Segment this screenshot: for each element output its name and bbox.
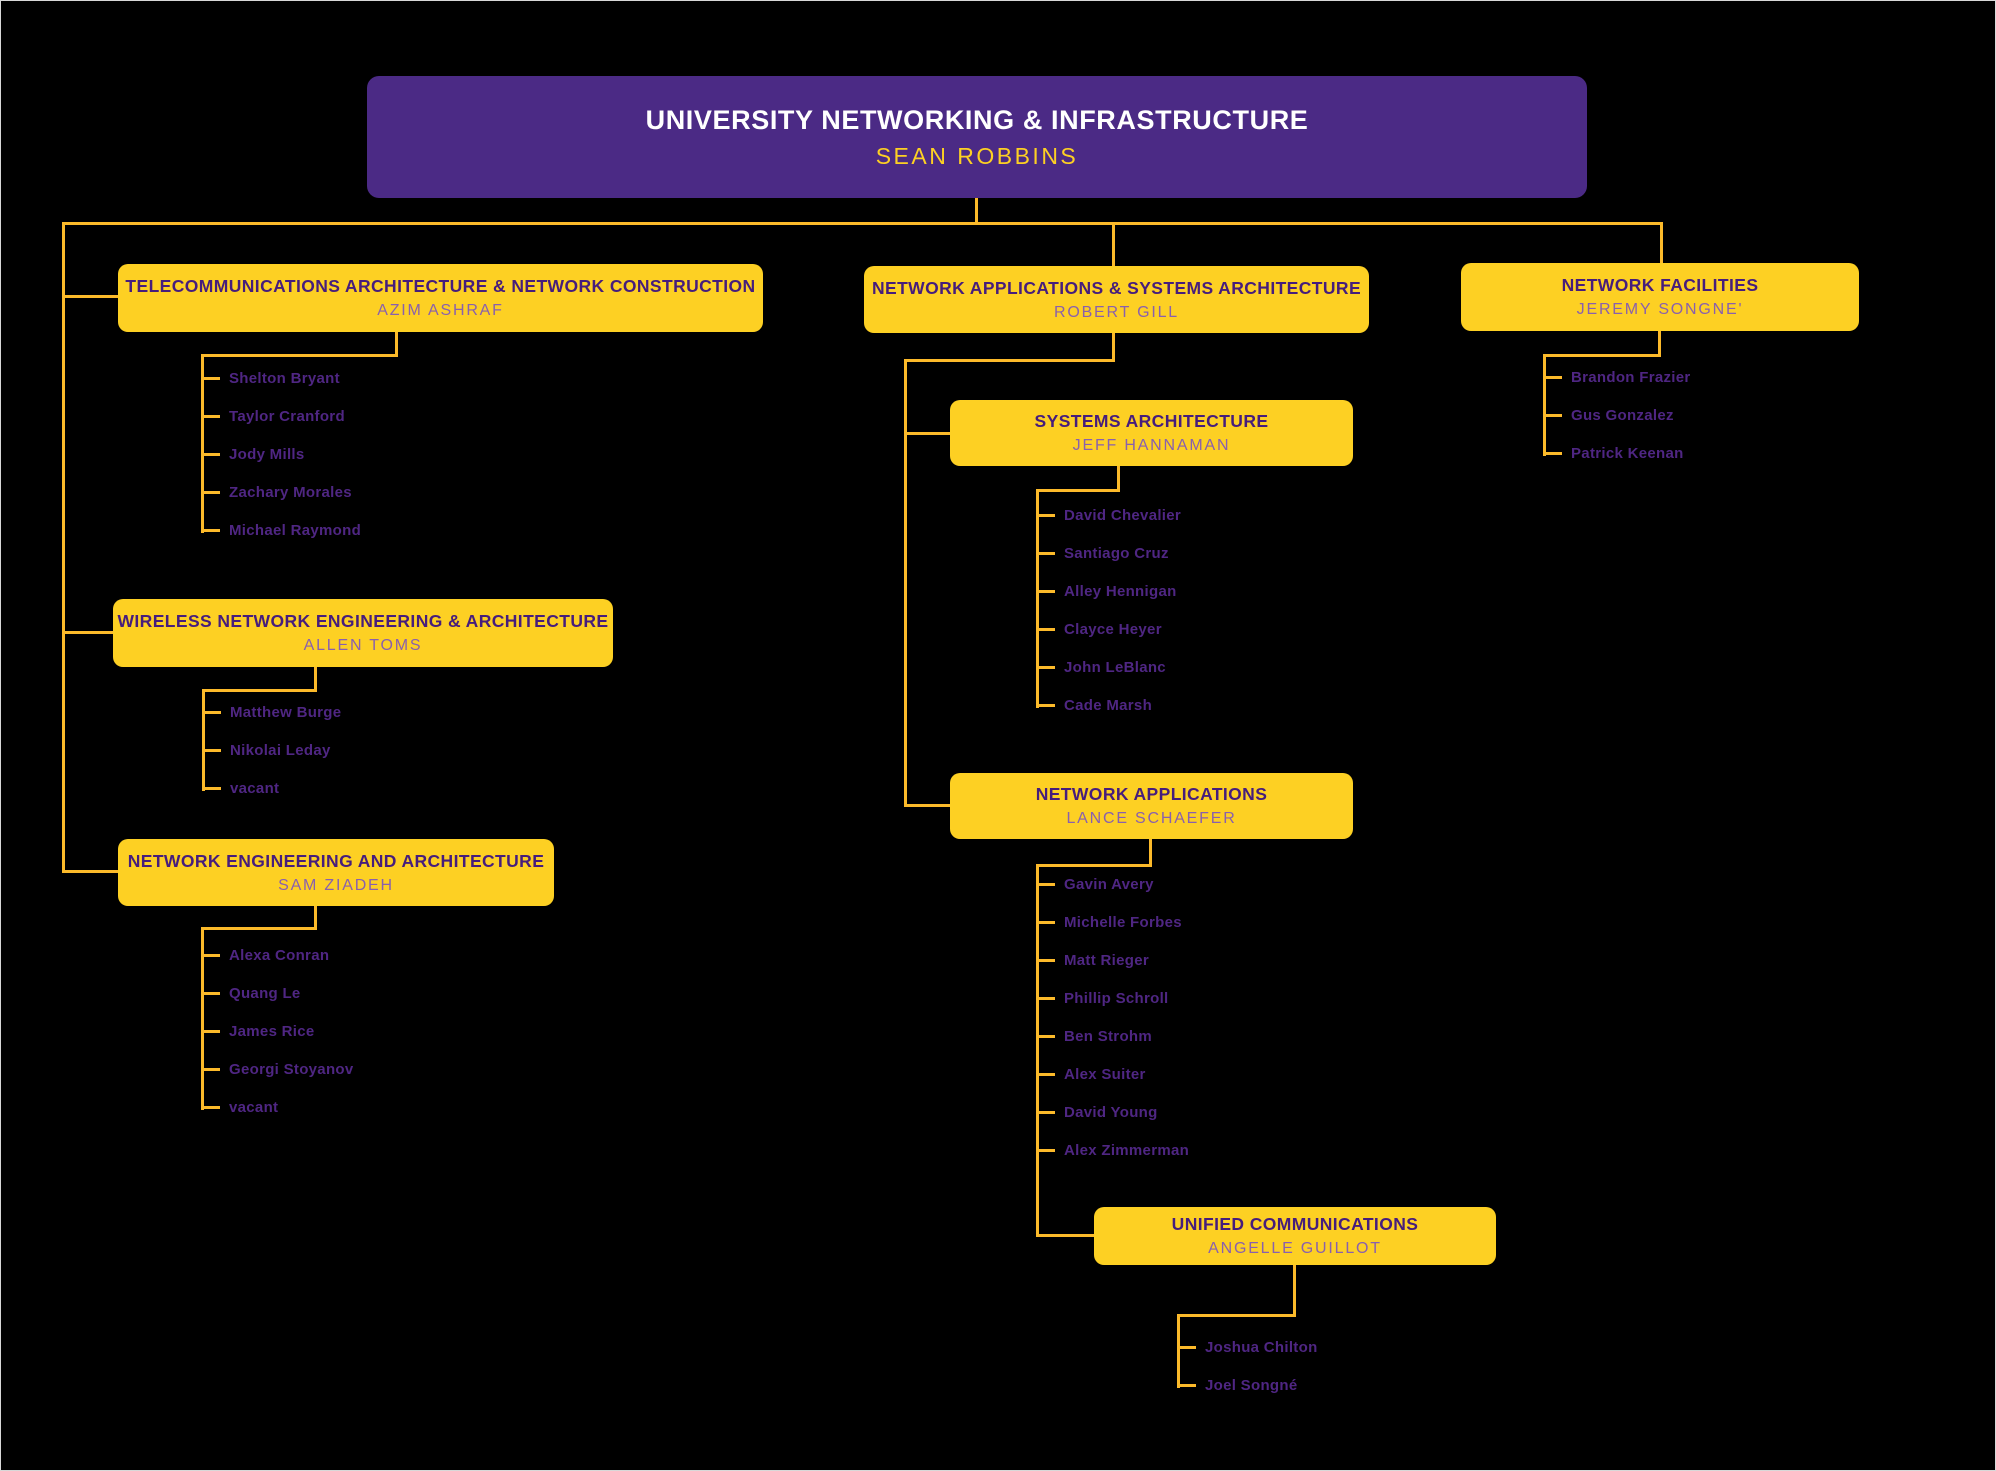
connector xyxy=(904,432,951,435)
member-name: Zachary Morales xyxy=(203,484,352,501)
member-name: Alex Suiter xyxy=(1038,1066,1146,1083)
dept-title: SYSTEMS ARCHITECTURE xyxy=(1034,411,1269,431)
member-name: vacant xyxy=(203,780,280,797)
member-name: Patrick Keenan xyxy=(1545,445,1684,462)
connector xyxy=(904,804,951,807)
connector xyxy=(975,198,978,225)
connector xyxy=(62,222,1663,225)
root-title: UNIVERSITY NETWORKING & INFRASTRUCTURE xyxy=(645,104,1309,135)
dept-manager: ANGELLE GUILLOT xyxy=(1208,1240,1382,1257)
connector xyxy=(395,331,398,357)
member-name: Michelle Forbes xyxy=(1038,914,1182,931)
connector xyxy=(1660,222,1663,264)
member-name: Cade Marsh xyxy=(1037,697,1153,714)
dept-box-neteng: NETWORK ENGINEERING AND ARCHITECTURE SAM… xyxy=(118,839,554,906)
connector xyxy=(1112,222,1115,267)
connector xyxy=(201,927,317,930)
connector xyxy=(1036,489,1120,492)
member-name: Santiago Cruz xyxy=(1038,545,1169,562)
member-name: Georgi Stoyanov xyxy=(203,1061,354,1078)
connector xyxy=(62,222,65,873)
connector xyxy=(1543,354,1661,357)
dept-box-facilities: NETWORK FACILITIES JEREMY SONGNE' xyxy=(1461,263,1859,331)
member-name: Alexa Conran xyxy=(202,947,330,964)
connector xyxy=(1036,864,1039,1237)
member-name: vacant xyxy=(202,1099,279,1116)
connector xyxy=(1658,331,1661,357)
member-name: Nikolai Leday xyxy=(204,742,331,759)
connector xyxy=(62,295,118,298)
connector xyxy=(1036,864,1152,867)
member-name: Gus Gonzalez xyxy=(1545,407,1674,424)
member-name: David Young xyxy=(1038,1104,1158,1121)
member-name: Michael Raymond xyxy=(202,522,362,539)
dept-title: NETWORK APPLICATIONS xyxy=(1035,784,1268,804)
connector xyxy=(904,359,907,807)
root-box: UNIVERSITY NETWORKING & INFRASTRUCTURE S… xyxy=(367,76,1587,198)
connector xyxy=(314,906,317,930)
member-name: Clayce Heyer xyxy=(1038,621,1162,638)
member-name: Matthew Burge xyxy=(203,704,342,721)
member-name: Joshua Chilton xyxy=(1179,1339,1318,1356)
dept-title: TELECOMMUNICATIONS ARCHITECTURE & NETWOR… xyxy=(125,276,756,296)
dept-manager: JEFF HANNAMAN xyxy=(1072,437,1231,454)
dept-manager: ROBERT GILL xyxy=(1053,303,1180,321)
member-name: Matt Rieger xyxy=(1038,952,1149,969)
member-name: Taylor Cranford xyxy=(203,408,345,425)
dept-title: NETWORK FACILITIES xyxy=(1561,275,1759,295)
member-name: Gavin Avery xyxy=(1038,876,1154,893)
connector xyxy=(1036,1234,1094,1237)
connector xyxy=(202,689,317,692)
dept-box-wireless: WIRELESS NETWORK ENGINEERING & ARCHITECT… xyxy=(113,599,613,667)
dept-manager: JEREMY SONGNE' xyxy=(1576,301,1744,318)
connector xyxy=(1036,489,1039,708)
member-name: Alex Zimmerman xyxy=(1037,1142,1190,1159)
member-name: David Chevalier xyxy=(1037,507,1182,524)
member-name: Ben Strohm xyxy=(1037,1028,1153,1045)
dept-manager: SAM ZIADEH xyxy=(278,876,394,894)
member-name: Brandon Frazier xyxy=(1545,369,1691,386)
root-manager: SEAN ROBBINS xyxy=(875,142,1079,169)
connector xyxy=(201,354,204,533)
member-name: Joel Songné xyxy=(1178,1377,1298,1394)
member-name: Phillip Schroll xyxy=(1038,990,1169,1007)
dept-box-unified: UNIFIED COMMUNICATIONS ANGELLE GUILLOT xyxy=(1094,1207,1496,1265)
connector xyxy=(202,689,205,791)
connector xyxy=(62,870,118,873)
connector xyxy=(1543,354,1546,456)
member-name: Jody Mills xyxy=(203,446,305,463)
connector xyxy=(1112,333,1115,362)
connector xyxy=(1117,466,1120,492)
connector xyxy=(1177,1314,1180,1388)
connector xyxy=(201,927,204,1110)
connector xyxy=(314,666,317,692)
connector xyxy=(904,359,1115,362)
member-name: Alley Hennigan xyxy=(1038,583,1177,600)
dept-manager: LANCE SCHAEFER xyxy=(1066,810,1237,827)
connector xyxy=(62,631,113,634)
dept-title: UNIFIED COMMUNICATIONS xyxy=(1171,1214,1419,1234)
connector xyxy=(1177,1314,1296,1317)
dept-manager: AZIM ASHRAF xyxy=(377,302,504,319)
dept-box-netapps: NETWORK APPLICATIONS LANCE SCHAEFER xyxy=(950,773,1353,839)
connector xyxy=(1149,839,1152,867)
dept-title: WIRELESS NETWORK ENGINEERING & ARCHITECT… xyxy=(117,611,609,631)
connector xyxy=(1293,1265,1296,1317)
dept-box-telecom: TELECOMMUNICATIONS ARCHITECTURE & NETWOR… xyxy=(118,264,763,332)
dept-title: NETWORK APPLICATIONS & SYSTEMS ARCHITECT… xyxy=(871,277,1362,298)
member-name: John LeBlanc xyxy=(1038,659,1166,676)
member-name: Shelton Bryant xyxy=(203,370,340,387)
dept-title: NETWORK ENGINEERING AND ARCHITECTURE xyxy=(127,850,545,871)
member-name: Quang Le xyxy=(203,985,301,1002)
connector xyxy=(201,354,398,357)
dept-box-netapps-sys: NETWORK APPLICATIONS & SYSTEMS ARCHITECT… xyxy=(864,266,1369,333)
dept-manager: ALLEN TOMS xyxy=(303,637,423,654)
member-name: James Rice xyxy=(203,1023,315,1040)
dept-box-sysarch: SYSTEMS ARCHITECTURE JEFF HANNAMAN xyxy=(950,400,1353,466)
